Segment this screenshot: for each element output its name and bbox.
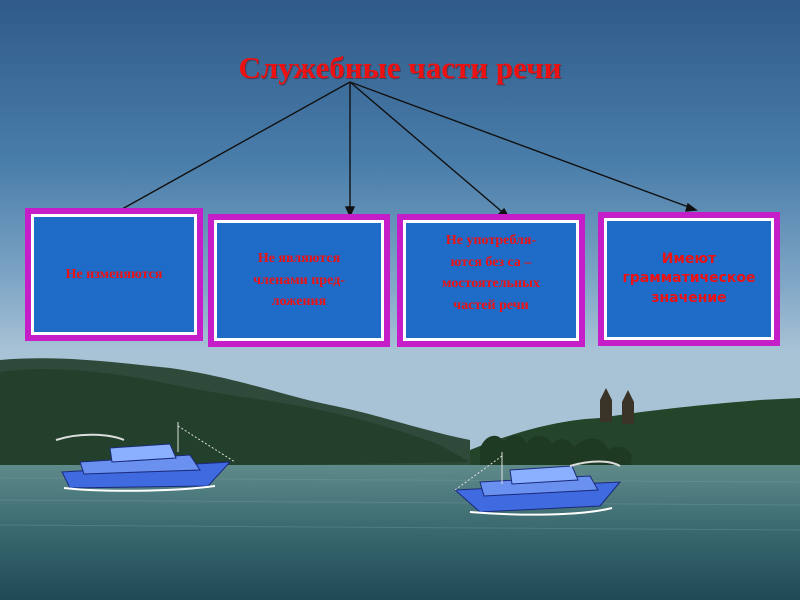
diagram-title: Служебные части речи: [150, 50, 650, 86]
feature-box-text: Не являются членами пред- ложения: [253, 248, 345, 313]
feature-box-grammatical-meaning: Имеют грамматическое значение: [598, 212, 780, 346]
feature-box-unchangeable: Не изменяются: [25, 208, 203, 341]
feature-box-not-used-alone: Не употребля- ются без са – мостоятельны…: [397, 214, 585, 347]
feature-box-text: Не изменяются: [66, 264, 163, 286]
feature-box-text: Имеют грамматическое значение: [622, 250, 755, 309]
feature-box-text: Не употребля- ются без са – мостоятельны…: [442, 230, 540, 317]
feature-box-not-sentence-members: Не являются членами пред- ложения: [208, 214, 390, 347]
